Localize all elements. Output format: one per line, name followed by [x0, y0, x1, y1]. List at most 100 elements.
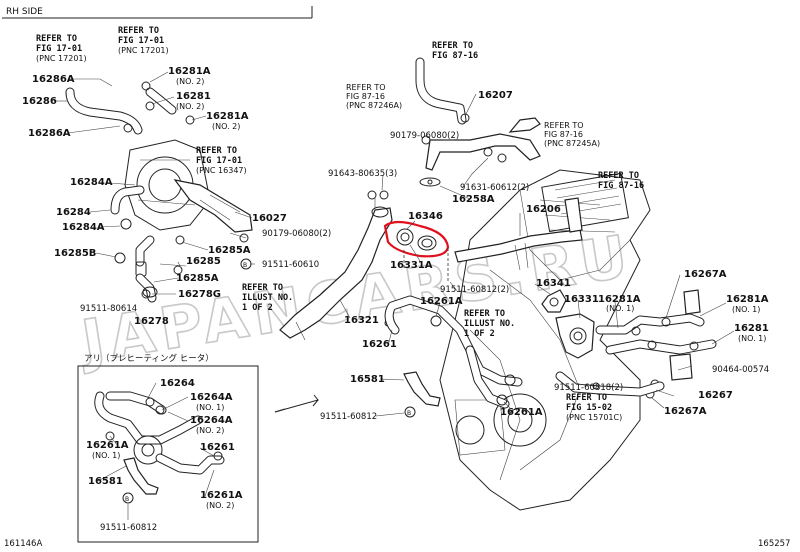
part-label: 16264A — [190, 415, 233, 426]
part-label: 16285B — [54, 248, 96, 259]
refer-line: REFER TO — [464, 309, 505, 319]
part-label: 16581 — [88, 476, 123, 487]
part-label: 16281A — [726, 294, 769, 305]
part-label: 16261A — [420, 296, 463, 307]
refer-line: 1 OF 2 — [464, 329, 495, 339]
rh-side-frame: RH SIDE — [2, 6, 313, 19]
part-note: (NO. 1) — [738, 334, 766, 343]
highlight-outline — [383, 220, 450, 258]
part-label: 16267A — [664, 406, 707, 417]
refer-line: FIG 17-01 — [36, 44, 82, 54]
refer-line: (PNC 87245A) — [544, 139, 600, 148]
part-label: 16284A — [62, 222, 105, 233]
part-label: 16264A — [190, 392, 233, 403]
part-label: 16285A — [208, 245, 251, 256]
lower-hose-assembly: B — [274, 295, 523, 418]
part-label: 90179-06080(2) — [390, 131, 459, 141]
part-label: 16264 — [160, 378, 195, 389]
refer-line: (PNC 16347) — [196, 166, 247, 175]
engine-block — [439, 169, 651, 511]
part-note: (NO. 1) — [196, 403, 224, 412]
part-label: 16331A — [390, 260, 433, 271]
refer-line: REFER TO — [196, 146, 237, 156]
refer-line: REFER TO — [432, 41, 473, 51]
part-note: (NO. 1) — [606, 304, 634, 313]
part-label: 16331 — [564, 294, 599, 305]
part-label: 16267 — [698, 390, 733, 401]
part-label: 16286 — [22, 96, 57, 107]
part-label: 16286A — [28, 128, 71, 139]
part-label: 16281A — [206, 111, 249, 122]
preheater-inset: アリ（プレヒーティング ヒータ） B — [77, 353, 259, 543]
part-label: 16207 — [478, 90, 513, 101]
refer-line: REFER TO — [544, 121, 584, 130]
part-label: 16284 — [56, 207, 91, 218]
part-label: 16285 — [186, 256, 221, 267]
part-label: 91511-60610 — [262, 260, 319, 270]
part-label: 16281 — [176, 91, 211, 102]
part-label: 16261A — [86, 440, 129, 451]
part-label: 16261A — [200, 490, 243, 501]
part-label: 91511-60812 — [320, 412, 377, 422]
refer-line: (PNC 17201) — [36, 54, 87, 63]
refer-line: FIG 17-01 — [196, 156, 242, 166]
part-label: 16285A — [176, 273, 219, 284]
refer-line: 1 OF 2 — [242, 303, 273, 313]
right-assembly — [541, 289, 717, 399]
part-label: 16341 — [536, 278, 571, 289]
refer-line: REFER TO — [598, 171, 639, 181]
part-label: 91511-60812 — [100, 523, 157, 533]
part-label: 16267A — [684, 269, 727, 280]
part-label: 16261 — [200, 442, 235, 453]
part-label: 16281A — [598, 294, 641, 305]
part-note: (NO. 1) — [732, 305, 760, 314]
part-note: (NO. 2) — [176, 102, 204, 111]
left-assembly: B — [65, 81, 253, 303]
refer-line: FIG 15-02 — [566, 403, 612, 413]
refer-line: (PNC 15701C) — [566, 413, 622, 422]
svg-text:B: B — [243, 262, 247, 269]
part-label: 16346 — [408, 211, 443, 222]
part-label: 16581 — [350, 374, 385, 385]
part-label: 90464-00574 — [712, 365, 769, 375]
refer-line: ILLUST NO. — [242, 293, 293, 303]
inset-title: アリ（プレヒーティング ヒータ） — [84, 353, 214, 364]
refer-line: FIG 87-16 — [598, 181, 644, 191]
refer-line: REFER TO — [566, 393, 607, 403]
svg-text:B: B — [407, 410, 411, 417]
part-label: 16206 — [526, 204, 561, 215]
part-label: 16027 — [252, 213, 287, 224]
refer-line: FIG 87-16 — [544, 130, 583, 139]
part-label: 16261 — [362, 339, 397, 350]
refer-line: (PNC 87246A) — [346, 101, 402, 110]
refer-line: ILLUST NO. — [464, 319, 515, 329]
refer-line: (PNC 17201) — [118, 46, 169, 55]
svg-text:B: B — [125, 496, 129, 503]
part-note: (NO. 1) — [92, 451, 120, 460]
refer-line: REFER TO — [118, 26, 159, 36]
part-label: 91631-60612(2) — [460, 183, 529, 193]
footer-left-code: 161146A — [4, 539, 42, 549]
part-label: 16321 — [344, 315, 379, 326]
part-label: 90179-06080(2) — [262, 229, 331, 239]
part-label: 16278G — [178, 289, 221, 300]
part-note: (NO. 2) — [196, 426, 224, 435]
refer-line: FIG 87-16 — [346, 92, 385, 101]
part-labels: 16286A 16286 16286A 16281A (NO. 2) 16281… — [22, 66, 769, 533]
part-label: 16284A — [70, 177, 113, 188]
part-label: 91643-80635(3) — [328, 169, 397, 179]
center-assembly — [279, 190, 450, 341]
refer-line: REFER TO — [36, 34, 77, 44]
part-note: (NO. 2) — [212, 122, 240, 131]
refer-line: FIG 87-16 — [432, 51, 478, 61]
part-note: (NO. 2) — [176, 77, 204, 86]
refer-line: REFER TO — [346, 83, 386, 92]
part-label: 16281A — [168, 66, 211, 77]
part-label: 91511-60818(2) — [554, 383, 623, 393]
footer-right-code: 165257 — [758, 539, 790, 549]
refer-notes: REFER TO FIG 17-01 (PNC 17201) REFER TO … — [36, 26, 644, 422]
part-label: 16281 — [734, 323, 769, 334]
leader-lines — [54, 71, 735, 520]
